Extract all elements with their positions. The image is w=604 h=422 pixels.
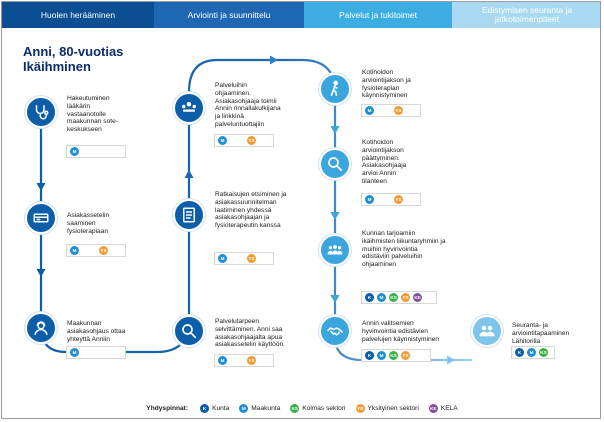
arrow-right-2 xyxy=(446,355,456,365)
legend-label-kela: KELA xyxy=(440,404,458,412)
step-3-text: Maakunnan asiakasohjaus ottaa yhteyttä A… xyxy=(67,320,126,343)
step-1-chips: M xyxy=(66,145,126,158)
chip-maakunta: M xyxy=(70,246,79,255)
phase-1: Huolen herääminen xyxy=(2,2,154,28)
step-6-text: Palveluihin ohjaaminen. Asiakasohjaaja t… xyxy=(215,82,281,128)
step-9-text: Kunnan tarjoamiin ikäihmisten liikuntary… xyxy=(362,230,446,269)
legend-label-maakunta: Maakunta xyxy=(251,404,281,412)
legend-item-maakunta: M Maakunta xyxy=(239,403,281,413)
arrow-up xyxy=(184,169,194,179)
step-10-chips: K M KS YS xyxy=(361,349,431,362)
legend-chip-kela: KE xyxy=(428,403,438,413)
persona-title-line2: Ikäihminen xyxy=(23,58,91,74)
legend-item-yksityinen-sektori: YS Yksityinen sektori xyxy=(355,403,419,413)
chip-yksityinen-sektori: YS xyxy=(394,106,403,115)
chip-maakunta: M xyxy=(70,147,79,156)
step-7-chips: M YS xyxy=(361,104,421,117)
chip-yksityinen-sektori: YS xyxy=(247,356,256,365)
chip-kunta: K xyxy=(515,348,524,357)
chip-yksityinen-sektori: YS xyxy=(401,351,410,360)
step-1-text: Hakeutuminen lääkärin vastaanotolle maak… xyxy=(67,95,118,134)
legend-chip-yksityinen-sektori: YS xyxy=(355,403,365,413)
chip-maakunta: M xyxy=(377,351,386,360)
step-8-chips: M YS xyxy=(361,193,421,206)
legend: Yhdyspinnat: K Kunta M Maakunta KS Kolma… xyxy=(2,398,600,418)
step-4-chips: M YS xyxy=(214,354,274,367)
chip-yksityinen-sektori: YS xyxy=(401,293,410,302)
legend-label-kolmas-sektori: Kolmas sektori xyxy=(302,404,346,412)
legend-item-kela: KE KELA xyxy=(428,403,458,413)
chip-yksityinen-sektori: YS xyxy=(247,136,256,145)
chip-maakunta: M xyxy=(70,348,79,357)
arrow-down-1 xyxy=(36,182,46,192)
chip-kunta: K xyxy=(365,293,374,302)
phase-3: Palvelut ja tukitoimet xyxy=(304,2,452,28)
stethoscope-icon xyxy=(25,96,57,128)
meeting-icon xyxy=(173,92,205,124)
arrow-down-2 xyxy=(36,268,46,278)
legend-chip-kunta: K xyxy=(200,403,210,413)
people-icon xyxy=(471,315,503,347)
call-center-icon xyxy=(25,312,57,344)
chip-maakunta: M xyxy=(365,106,374,115)
handshake-icon xyxy=(319,315,351,347)
walking-person-icon xyxy=(319,73,351,105)
step-5-text: Ratkaisujen etsiminen ja asiakassuunnite… xyxy=(215,191,287,230)
step-11-text: Seuranta- ja arviointitapaaminen Lähitor… xyxy=(512,322,570,345)
step-2-text: Asiakassetelin saaminen fysioterapiaan xyxy=(67,212,110,235)
step-8-text: Kotihoidon arviointijakson päättyminen. … xyxy=(362,139,407,185)
chip-kolmas-sektori: KS xyxy=(389,293,398,302)
persona-title-line1: Anni, 80-vuotias xyxy=(23,44,124,59)
legend-label-kunta: Kunta xyxy=(212,404,230,412)
step-6-chips: M YS xyxy=(214,134,274,147)
legend-chip-kolmas-sektori: KS xyxy=(290,403,300,413)
chip-maakunta: M xyxy=(218,254,227,263)
arrow-down-4 xyxy=(330,211,340,221)
chip-yksityinen-sektori: YS xyxy=(99,246,108,255)
step-5-chips: M YS xyxy=(214,252,274,265)
group-icon xyxy=(319,234,351,266)
chip-yksityinen-sektori: YS xyxy=(394,195,403,204)
step-3-chips: M xyxy=(66,346,126,359)
legend-item-kunta: K Kunta xyxy=(200,403,230,413)
card-reader-icon xyxy=(25,202,57,234)
legend-title: Yhdyspinnat: xyxy=(146,404,189,412)
search-icon xyxy=(173,315,205,347)
step-10-text: Annin valitsemien hyvinvointia edistävie… xyxy=(362,320,439,343)
chip-kolmas-sektori: KS xyxy=(389,351,398,360)
legend-chip-maakunta: M xyxy=(239,403,249,413)
chip-maakunta: M xyxy=(377,293,386,302)
arrow-down-5 xyxy=(330,294,340,304)
phase-2: Arviointi ja suunnittelu xyxy=(154,2,304,28)
chip-maakunta: M xyxy=(218,356,227,365)
arrow-right xyxy=(269,55,279,65)
step-4-text: Palvelutarpeen selvittäminen. Anni saa a… xyxy=(215,318,286,349)
chip-kolmas-sektori: KS xyxy=(539,348,548,357)
step-2-chips: M YS xyxy=(66,244,126,257)
legend-label-yksityinen-sektori: Yksityinen sektori xyxy=(367,404,419,412)
arrow-down-3 xyxy=(330,125,340,135)
chip-kela: KE xyxy=(413,293,422,302)
phase-4: Edistymisen seuranta ja jatkotoimenpitee… xyxy=(452,2,600,28)
search-icon xyxy=(319,148,351,180)
checklist-icon xyxy=(173,199,205,231)
persona-title: Anni, 80-vuotias Ikäihminen xyxy=(23,44,124,75)
legend-item-kolmas-sektori: KS Kolmas sektori xyxy=(290,403,346,413)
step-9-chips: K M KS YS KE xyxy=(361,291,437,304)
step-7-text: Kotihoidon arviointijakson ja fysioterap… xyxy=(362,69,411,100)
chip-yksityinen-sektori: YS xyxy=(247,254,256,263)
chip-maakunta: M xyxy=(527,348,536,357)
step-11-chips: K M KS xyxy=(511,346,555,359)
chip-maakunta: M xyxy=(218,136,227,145)
chip-kunta: K xyxy=(365,351,374,360)
chip-maakunta: M xyxy=(365,195,374,204)
phase-bar: Huolen herääminen Arviointi ja suunnitte… xyxy=(2,2,600,28)
